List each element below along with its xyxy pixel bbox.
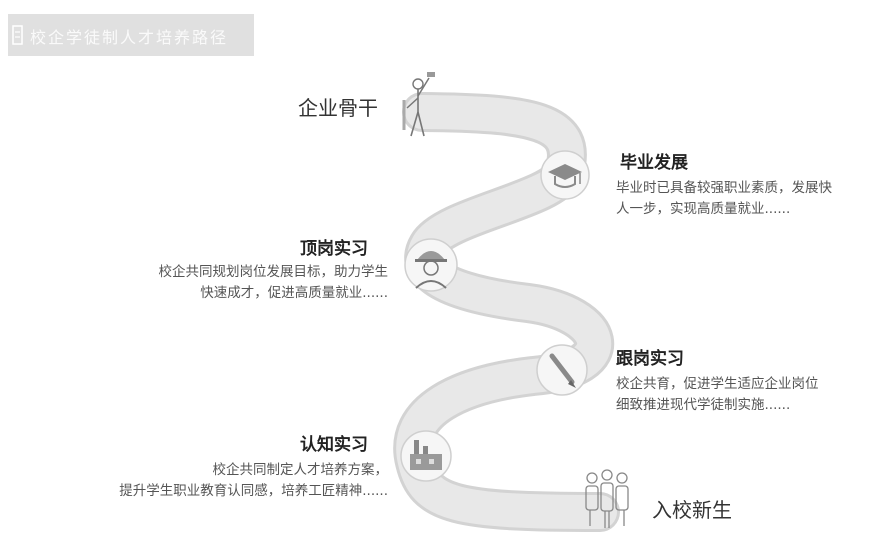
dingang-desc-line-1: 校企共同规划岗位发展目标，助力学生 (158, 264, 389, 280)
banner-title: 校企学徒制人才培养路径 (30, 28, 229, 47)
gengang-title: 跟岗实习 (616, 349, 684, 369)
students-icon (585, 469, 629, 528)
graduation-cap-icon (540, 150, 590, 200)
factory-icon (400, 430, 452, 482)
dingang-desc-line-2: 快速成才，促进高质量就业...... (200, 285, 388, 301)
gengang-desc-line-1: 校企共育，促进学生适应企业岗位 (616, 376, 819, 392)
label-start-stage: 入校新生 (652, 498, 732, 522)
graduation-desc-line-2: 人一步，实现高质量就业...... (616, 201, 791, 217)
pencil-icon (536, 344, 588, 396)
banner-icon (12, 25, 23, 45)
worker-icon (402, 72, 435, 137)
banner (8, 14, 254, 56)
renzhi-desc-line-2: 提升学生职业教育认同感，培养工匠精神...... (119, 483, 388, 499)
graduation-desc-line-1: 毕业时已具备较强职业素质，发展快 (616, 180, 832, 196)
gengang-desc-line-2: 细致推进现代学徒制实施...... (616, 397, 791, 413)
graduation-title: 毕业发展 (620, 153, 688, 173)
dingang-title: 顶岗实习 (300, 239, 368, 259)
renzhi-title: 认知实习 (300, 435, 368, 455)
helmet-worker-icon (404, 238, 458, 292)
renzhi-desc-line-1: 校企共同制定人才培养方案， (212, 462, 389, 478)
label-top-stage: 企业骨干 (298, 96, 378, 120)
